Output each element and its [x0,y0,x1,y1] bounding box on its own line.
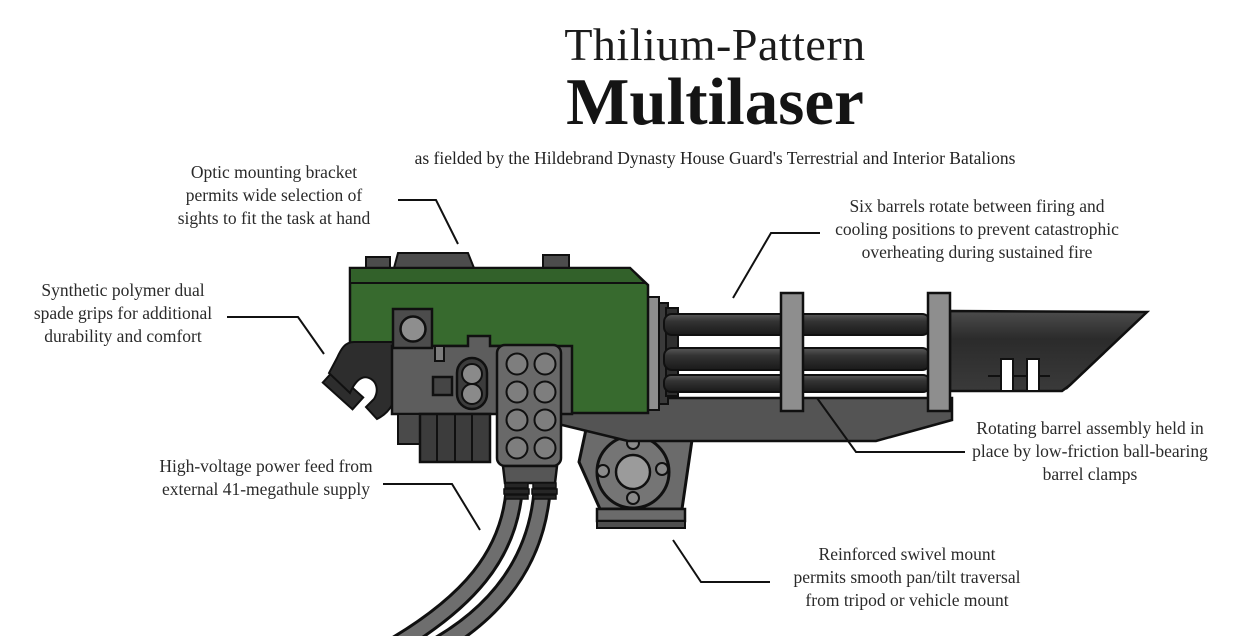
callout-line: spade grips for additional [33,303,213,323]
optic-mounting-bracket [365,252,570,269]
callout-line: from tripod or vehicle mount [805,590,1009,610]
callout-optic-bracket: Optic mounting bracket permits wide sele… [158,161,390,230]
title-block: Thilium-Pattern Multilaser as fielded by… [215,20,1215,169]
leader-lines [227,199,965,583]
leader-line-mount [672,539,770,583]
callout-line: cooling positions to prevent catastrophi… [835,219,1119,239]
callout-power-feed: High-voltage power feed from external 41… [152,455,380,501]
callout-barrel-clamps: Rotating barrel assembly held in place b… [962,417,1218,486]
callout-swivel-mount: Reinforced swivel mount permits smooth p… [778,543,1036,612]
receiver-button [431,375,454,397]
cooling-fins [418,412,492,464]
leader-line-optic [398,199,459,245]
callout-line: barrel clamps [1042,464,1138,484]
callout-line: overheating during sustained fire [861,242,1093,262]
spade-grip [321,341,399,421]
callout-line: Rotating barrel assembly held in [976,418,1204,438]
power-connector [501,464,559,500]
callout-spade-grips: Synthetic polymer dual spade grips for a… [25,279,221,348]
grip-vent-panel [495,343,563,500]
power-cables [392,490,552,636]
callout-line: Optic mounting bracket [190,162,358,182]
callout-line: permits wide selection of [185,185,363,205]
callout-line: Reinforced swivel mount [818,544,996,564]
callout-rotating-barrels: Six barrels rotate between firing and co… [822,195,1132,264]
leader-line-power [383,483,481,531]
page-subtitle: as fielded by the Hildebrand Dynasty Hou… [414,148,1016,168]
callout-line: Synthetic polymer dual [41,280,205,300]
leader-line-clamps [816,397,965,453]
callout-line: permits smooth pan/tilt traversal [793,567,1021,587]
leader-line-grips [227,316,325,355]
leader-line-barrels [732,232,820,299]
callout-line: place by low-friction ball-bearing [972,441,1208,461]
callout-line: durability and comfort [44,326,202,346]
page-title-weapon: Multilaser [566,65,864,139]
barrel-clamp-front [779,291,805,413]
receiver-housing [348,266,650,415]
callout-line: external 41-megathule supply [162,479,370,499]
callout-line: sights to fit the task at hand [177,208,371,228]
barrel-clamp-rear [926,291,952,413]
callout-line: Six barrels rotate between firing and [849,196,1105,216]
receiver-knob [399,315,427,343]
muzzle-shroud [948,309,1151,393]
page-title-pattern: Thilium-Pattern [564,19,866,70]
callout-line: High-voltage power feed from [159,456,373,476]
